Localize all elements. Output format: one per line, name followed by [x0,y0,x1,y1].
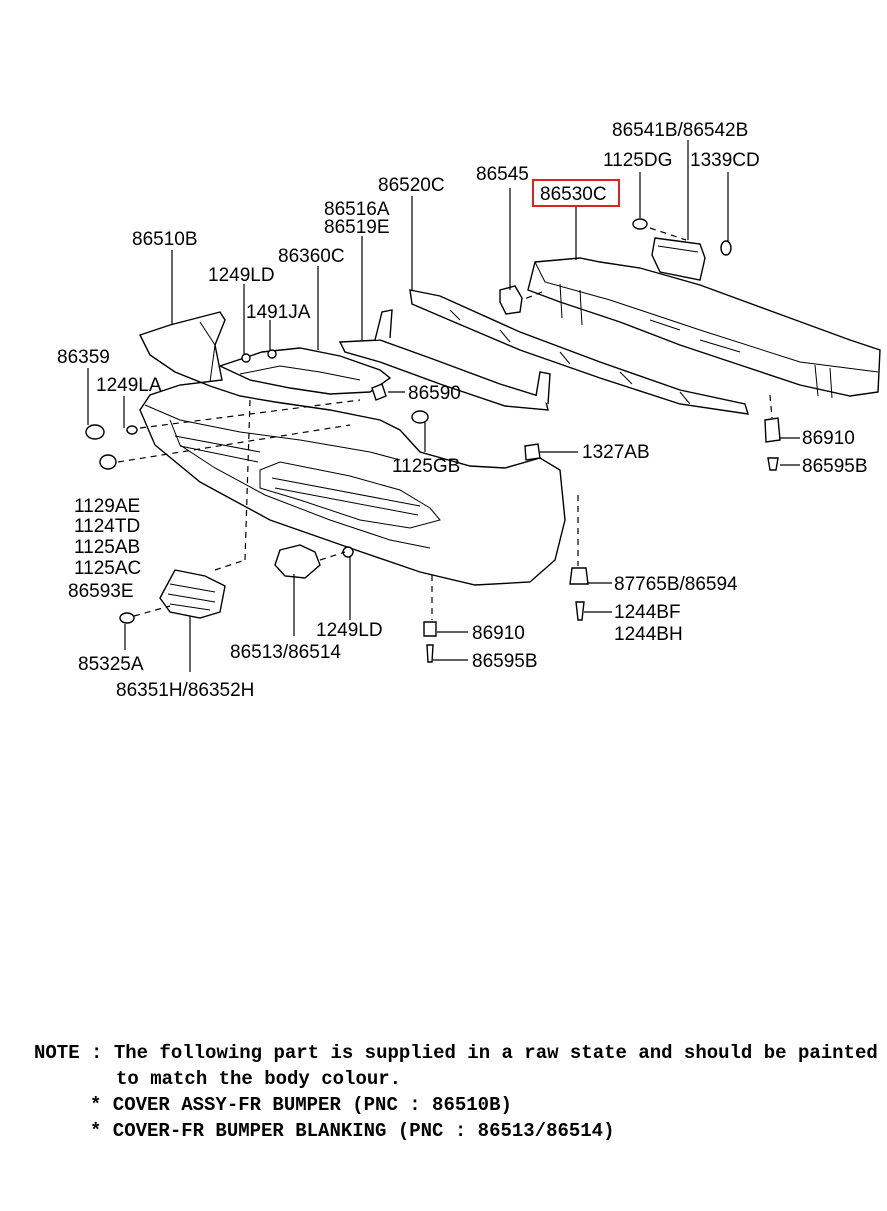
label-86910-right: 86910 [802,428,855,449]
part-labels: 86541B/86542B 1125DG 1339CD 86545 86530C… [57,120,868,701]
label-1339cd: 1339CD [690,150,760,171]
label-1244bh: 1244BH [614,624,683,645]
label-1124td: 1124TD [74,516,140,537]
grille-part [119,569,226,624]
label-85325a: 85325A [78,654,144,675]
label-1327ab: 1327AB [582,442,650,463]
label-1129ae: 1129AE [74,496,140,517]
assembly-lines [117,227,773,620]
bumper-cover-part [139,311,566,586]
leader-lines [87,140,800,672]
label-1491ja: 1491JA [246,302,311,323]
label-86593e: 86593E [68,581,134,602]
label-1125ab: 1125AB [74,537,140,558]
label-86360c: 86360C [278,246,345,267]
label-86359: 86359 [57,347,110,368]
label-1125gb: 1125GB [392,456,460,477]
note-text-1: The following part is supplied in a raw … [113,1042,878,1064]
label-86513: 86513/86514 [230,642,341,663]
label-86520c: 86520C [378,175,445,196]
note-item-2: * COVER-FR BUMPER BLANKING (PNC : 86513/… [90,1120,615,1142]
label-1125dg: 1125DG [603,150,672,171]
highlight-box [532,179,620,207]
label-87765b: 87765B/86594 [614,574,738,595]
label-86519e: 86519E [324,217,390,238]
fasteners [85,349,781,663]
blanking-cover-part [274,544,321,579]
label-86530c: 86530C [540,184,607,205]
note-line-1: NOTE : The following part is supplied in… [34,1040,878,1066]
label-1249ld-upper: 1249LD [208,265,275,286]
label-86595b-center: 86595B [472,651,538,672]
label-86545: 86545 [476,164,529,185]
note-prefix: NOTE : [34,1042,103,1064]
reinforcement-plate-part [338,309,551,411]
bumper-absorber-part [527,257,881,399]
note-item-1: * COVER ASSY-FR BUMPER (PNC : 86510B) [90,1094,512,1116]
upper-panel-part [218,347,392,395]
label-1244bf: 1244BF [614,602,681,623]
label-86516a: 86516A [324,199,390,220]
bumper-rail-part [409,289,749,415]
label-86351h: 86351H/86352H [116,680,254,701]
bracket-part [632,218,732,281]
label-86910-center: 86910 [472,623,525,644]
label-86510b: 86510B [132,229,198,250]
note-block: NOTE : The following part is supplied in… [34,1040,878,1144]
label-1249la: 1249LA [96,375,162,396]
parts-diagram: 86541B/86542B 1125DG 1339CD 86545 86530C… [57,120,881,701]
label-86541b: 86541B/86542B [612,120,748,141]
label-1125ac: 1125AC [74,558,141,579]
label-86595b-right: 86595B [802,456,868,477]
note-line-2: to match the body colour. [116,1068,402,1090]
label-86590: 86590 [408,383,461,404]
clip-part [499,285,523,315]
label-1249ld-lower: 1249LD [316,620,383,641]
